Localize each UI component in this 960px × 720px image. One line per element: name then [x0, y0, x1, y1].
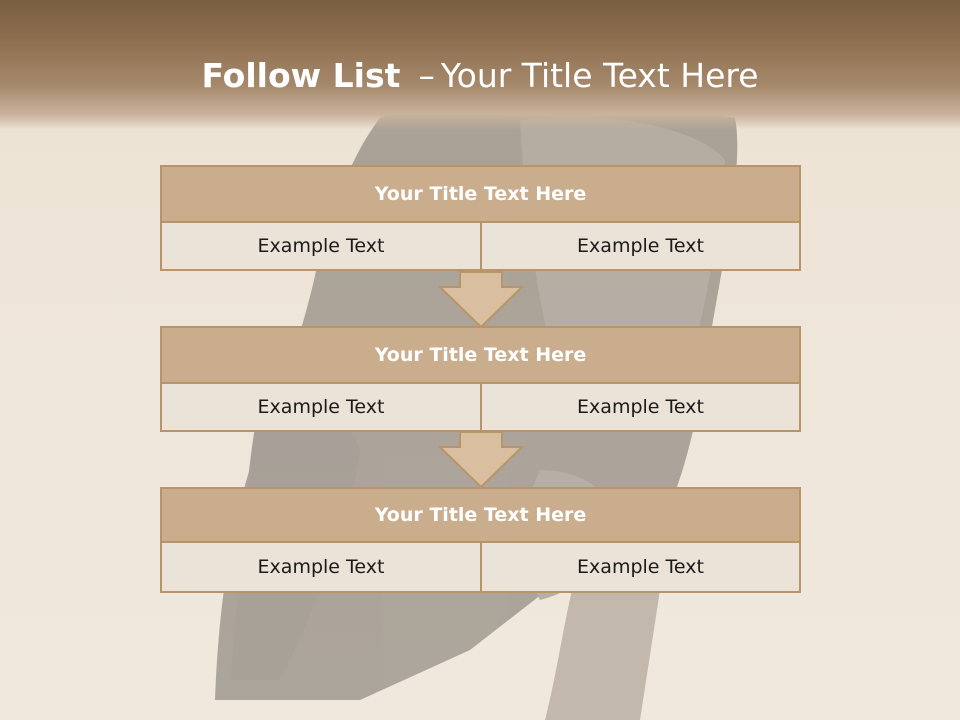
- page-title-strong: Follow List: [201, 56, 401, 95]
- title-band: [0, 0, 960, 130]
- step-2-left-text: Example Text: [160, 382, 482, 432]
- page-title-rest: Your Title Text Here: [440, 56, 759, 95]
- step-3-right-text: Example Text: [480, 541, 801, 593]
- page-title-dash: –: [418, 56, 435, 95]
- step-title-1: Your Title Text Here: [160, 165, 801, 223]
- step-2-right-text: Example Text: [480, 382, 801, 432]
- down-arrow-icon: [438, 271, 524, 329]
- down-arrow-icon: [438, 431, 524, 489]
- step-title-2: Your Title Text Here: [160, 326, 801, 384]
- step-box-3: Your Title Text Here Example Text Exampl…: [160, 487, 801, 593]
- step-box-1: Your Title Text Here Example Text Exampl…: [160, 165, 801, 273]
- page-title: Follow List–Your Title Text Here: [0, 52, 960, 100]
- step-box-2: Your Title Text Here Example Text Exampl…: [160, 326, 801, 434]
- step-3-left-text: Example Text: [160, 541, 482, 593]
- step-1-left-text: Example Text: [160, 221, 482, 271]
- step-1-right-text: Example Text: [480, 221, 801, 271]
- step-title-3: Your Title Text Here: [160, 487, 801, 543]
